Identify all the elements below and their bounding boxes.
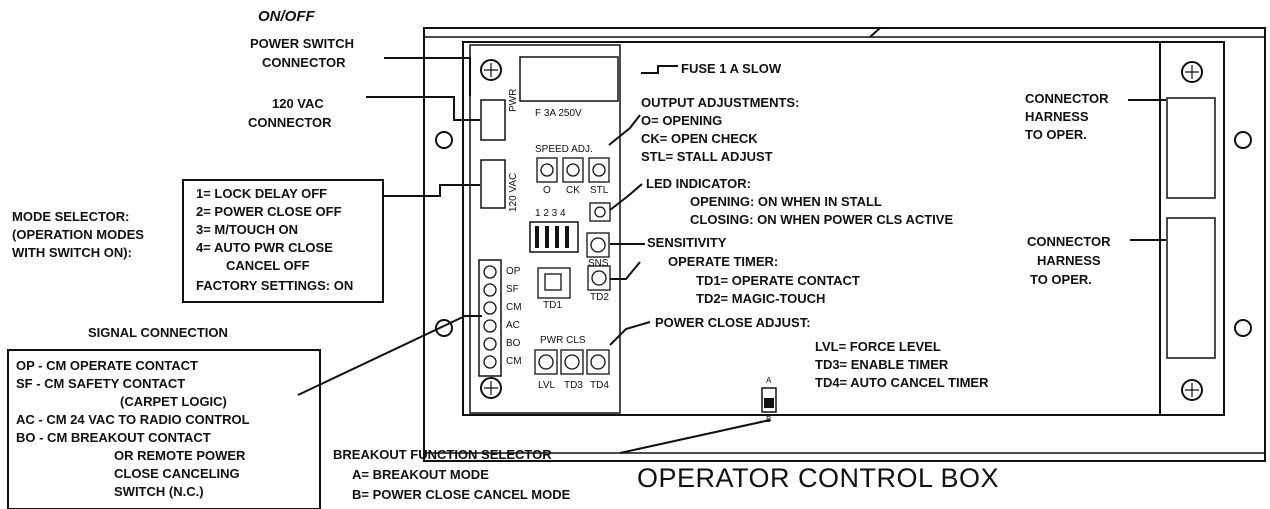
signal-box-line: BO - CM BREAKOUT CONTACT — [16, 430, 211, 445]
harness-2-sub2: TO OPER. — [1030, 272, 1092, 287]
mode-box-line: 2= POWER CLOSE OFF — [196, 204, 342, 219]
harness-1-label: CONNECTOR — [1025, 91, 1109, 106]
connector-section — [1159, 41, 1225, 416]
signal-box-line: CLOSE CANCELING — [114, 466, 240, 481]
screw-icon — [1181, 61, 1203, 83]
screw-icon — [480, 59, 502, 81]
output-ck-label: CK= OPEN CHECK — [641, 131, 758, 146]
td2-board-label: TD2 — [590, 292, 609, 303]
signal-box-outline — [7, 349, 321, 509]
fuse-label: FUSE 1 A SLOW — [681, 61, 782, 76]
output-adjustments-title: OUTPUT ADJUSTMENTS: — [641, 95, 800, 110]
power-switch-connector-label: CONNECTOR — [262, 55, 346, 70]
td3-board-label: TD3 — [564, 380, 583, 391]
pot-o-label: O — [543, 185, 551, 196]
screw-icon — [480, 377, 502, 399]
vac-board-label: 120 VAC — [508, 172, 519, 212]
mode-box-line: 1= LOCK DELAY OFF — [196, 186, 328, 201]
terminal-ac-label: AC — [506, 320, 520, 331]
diagram-title: OPERATOR CONTROL BOX — [637, 463, 1000, 493]
harness-1-sub: HARNESS — [1025, 109, 1089, 124]
mounting-hole — [435, 131, 453, 149]
power-close-adjust-title: POWER CLOSE ADJUST: — [655, 315, 811, 330]
mounting-hole — [1234, 131, 1252, 149]
dip-numbers: 1 2 3 4 — [535, 208, 566, 219]
mode-selector-sub2: WITH SWITCH ON): — [12, 245, 132, 260]
signal-box-line: OP - CM OPERATE CONTACT — [16, 358, 198, 373]
led-indicator — [589, 202, 611, 222]
td4-board-label: TD4 — [590, 380, 609, 391]
pwr-cls-label: PWR CLS — [540, 335, 586, 346]
dip-switch — [529, 221, 579, 253]
td4-label: TD4= AUTO CANCEL TIMER — [815, 375, 989, 390]
mode-box-line: CANCEL OFF — [226, 258, 310, 273]
on-off-label: ON/OFF — [258, 8, 315, 25]
mode-box-line: 3= M/TOUCH ON — [196, 222, 298, 237]
signal-box-line: SF - CM SAFETY CONTACT — [16, 376, 186, 391]
lvl-board-label: LVL — [538, 380, 556, 391]
harness-2-sub: HARNESS — [1037, 253, 1101, 268]
td3-label: TD3= ENABLE TIMER — [815, 357, 949, 372]
signal-box-line: OR REMOTE POWER — [114, 448, 246, 463]
signal-connection-label: SIGNAL CONNECTION — [88, 325, 228, 340]
led-opening-label: OPENING: ON WHEN IN STALL — [690, 194, 882, 209]
led-indicator-title: LED INDICATOR: — [646, 176, 751, 191]
breakout-a-label: A= BREAKOUT MODE — [352, 467, 489, 482]
power-switch-label: POWER SWITCH — [250, 36, 354, 51]
harness-2-label: CONNECTOR — [1027, 234, 1111, 249]
signal-box-line: SWITCH (N.C.) — [114, 484, 204, 499]
terminal-cm2-label: CM — [506, 356, 522, 367]
fuse-holder — [519, 56, 619, 102]
pwr-board-label: PWR — [508, 88, 519, 112]
mode-box-line: FACTORY SETTINGS: ON — [196, 278, 354, 293]
lvl-label: LVL= FORCE LEVEL — [815, 339, 941, 354]
pcb-outline — [469, 44, 621, 414]
breakout-b-label: B= POWER CLOSE CANCEL MODE — [352, 487, 571, 502]
td1-board-label: TD1 — [543, 300, 562, 311]
led-closing-label: CLOSING: ON WHEN POWER CLS ACTIVE — [690, 212, 954, 227]
output-o-label: O= OPENING — [641, 113, 723, 128]
breakout-title: BREAKOUT FUNCTION SELECTOR — [333, 447, 552, 462]
switch-a-label: A — [766, 376, 772, 385]
breakout-switch — [761, 387, 777, 413]
td1-label: TD1= OPERATE CONTACT — [696, 273, 860, 288]
signal-box-line: (CARPET LOGIC) — [120, 394, 227, 409]
sensitivity-label: SENSITIVITY — [647, 235, 727, 250]
vac-label: 120 VAC — [272, 96, 324, 111]
power-connector — [480, 99, 506, 141]
output-stl-label: STL= STALL ADJUST — [641, 149, 773, 164]
terminal-cm-label: CM — [506, 302, 522, 313]
terminal-bo-label: BO — [506, 338, 521, 349]
switch-b-label: B — [766, 415, 772, 424]
signal-box-line: AC - CM 24 VAC TO RADIO CONTROL — [16, 412, 250, 427]
speed-adj-label: SPEED ADJ. — [535, 144, 593, 155]
harness-1-sub2: TO OPER. — [1025, 127, 1087, 142]
mounting-hole — [435, 319, 453, 337]
terminal-sf-label: SF — [506, 284, 519, 295]
mode-selector-sub1: (OPERATION MODES — [12, 227, 144, 242]
sns-label: SNS — [588, 258, 609, 269]
harness-connector-1 — [1166, 97, 1216, 199]
operate-timer-title: OPERATE TIMER: — [668, 254, 779, 269]
fuse-rating-label: F 3A 250V — [535, 108, 582, 119]
mode-box-outline — [182, 179, 384, 303]
mounting-hole — [1234, 319, 1252, 337]
enclosure-outline — [423, 27, 1266, 462]
pot-ck-label: CK — [566, 185, 580, 196]
td2-label: TD2= MAGIC-TOUCH — [696, 291, 826, 306]
terminal-block — [478, 259, 502, 377]
terminal-op-label: OP — [506, 266, 521, 277]
pot-stl-label: STL — [590, 185, 609, 196]
mode-box-line: 4= AUTO PWR CLOSE — [196, 240, 333, 255]
vac-connector — [480, 159, 506, 209]
screw-icon — [1181, 379, 1203, 401]
mode-selector-label: MODE SELECTOR: — [12, 209, 130, 224]
harness-connector-2 — [1166, 217, 1216, 359]
vac-connector-label: CONNECTOR — [248, 115, 332, 130]
